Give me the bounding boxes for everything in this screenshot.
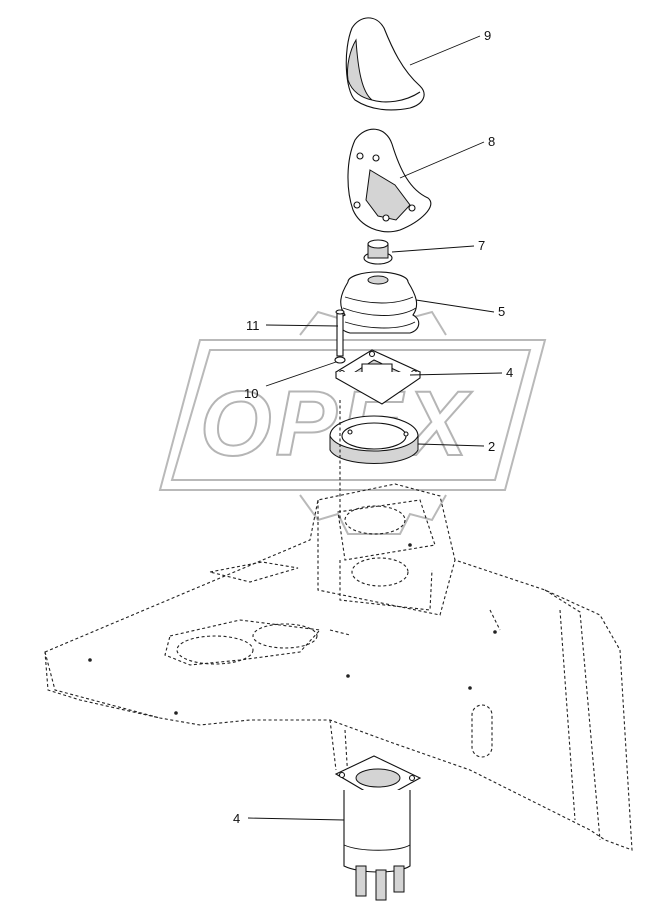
callout-9: 9 [484,28,491,43]
callout-7: 7 [478,238,485,253]
part-8-handle-housing [347,128,432,233]
callout-5: 5 [498,304,505,319]
watermark-text: OPEX [200,373,472,475]
part-2-ring [329,415,419,464]
part-9-cover [345,17,425,111]
chassis-frame [44,483,633,851]
part-5-bellows [338,271,420,334]
part-4-lower-cylinder [334,755,422,901]
part-11-bolt [335,309,345,357]
callout-labels: 9 8 7 5 11 4 10 2 4 [233,28,513,826]
callout-4-lower: 4 [233,811,240,826]
part-10-washer [334,356,346,364]
part-7-plug [363,239,393,265]
callout-10: 10 [244,386,258,401]
part-4-upper-base [334,349,422,405]
callout-2: 2 [488,439,495,454]
callout-leaders [247,35,503,821]
callout-11: 11 [246,318,260,333]
callout-4-upper: 4 [506,365,513,380]
callout-8: 8 [488,134,495,149]
watermark-logo: OPEX [158,297,547,535]
